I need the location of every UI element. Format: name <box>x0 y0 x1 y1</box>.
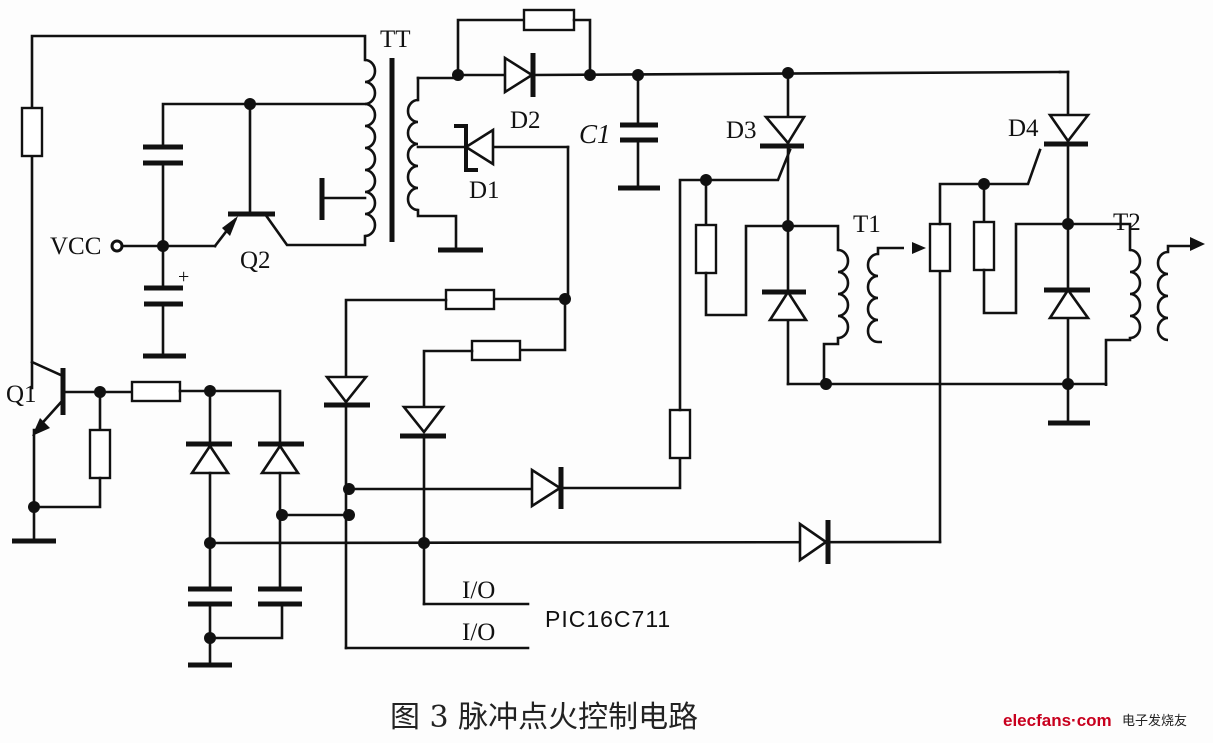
label-io-2: I/O <box>462 619 495 646</box>
label-d3: D3 <box>726 117 757 144</box>
potentiometer <box>928 222 952 273</box>
rectifier-network <box>416 8 1062 300</box>
label-t1: T1 <box>853 211 881 238</box>
label-c1: C1 <box>579 119 611 149</box>
trigger-network <box>208 148 942 650</box>
label-mcu: PIC16C711 <box>545 606 671 632</box>
watermark-brand: elecfans·com <box>1003 711 1112 730</box>
label-io-1: I/O <box>462 577 495 604</box>
thyristor-stage-1 <box>694 67 1108 390</box>
label-t2: T2 <box>1113 209 1141 236</box>
tt-secondary-coil <box>406 98 419 212</box>
resistor-bypass-d2 <box>522 8 576 32</box>
label-q2: Q2 <box>240 247 271 274</box>
t2-primary-coil <box>1104 248 1142 386</box>
vcc-terminal <box>110 239 124 253</box>
label-plus: + <box>178 266 189 288</box>
label-vcc: VCC <box>50 233 101 260</box>
transformer-tt <box>364 58 483 253</box>
label-d1: D1 <box>469 177 500 204</box>
output-arrow-icon <box>1190 237 1205 251</box>
watermark-brand-cn: 电子发烧友 <box>1122 713 1187 729</box>
t1-secondary-coil <box>866 246 904 344</box>
resistor-r-collector <box>20 106 44 158</box>
label-d2: D2 <box>510 107 541 134</box>
t2-secondary-coil <box>1156 244 1192 342</box>
q1-collector-net <box>20 34 367 390</box>
tt-primary-coil <box>364 58 377 238</box>
thyristor-stage-2 <box>928 70 1205 426</box>
q2-oscillator <box>110 98 367 359</box>
diode-d2 <box>503 55 535 95</box>
q1-driver <box>12 360 304 668</box>
zener-diode-d1 <box>463 127 495 167</box>
label-d4: D4 <box>1008 115 1039 142</box>
t1-primary-coil <box>822 248 850 386</box>
figure-caption: 图 3 脉冲点火控制电路 <box>390 700 698 735</box>
label-q1: Q1 <box>6 381 37 408</box>
label-tt: TT <box>380 26 411 53</box>
